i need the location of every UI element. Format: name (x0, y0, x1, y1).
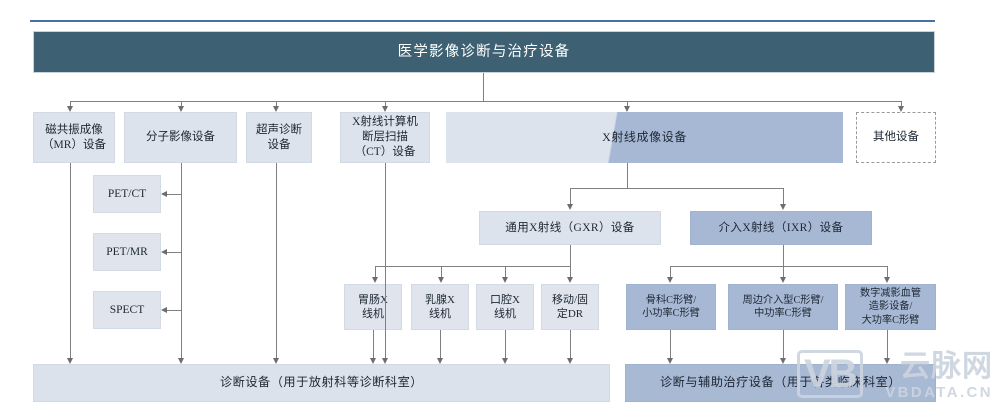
drop-dsa-to-footer (887, 330, 888, 358)
arrowhead-molecular-footer (177, 358, 184, 364)
arrowhead-gi (371, 277, 378, 283)
top-accent-rule (30, 20, 935, 22)
drop-mammo (441, 266, 442, 278)
node-mammography-xray[interactable]: 乳腺X 线机 (411, 284, 469, 330)
node-orthopedic-c-arm[interactable]: 骨科C形臂/ 小功率C形臂 (626, 284, 716, 330)
arrowhead-xray (623, 106, 630, 112)
node-peripheral-c-arm[interactable]: 周边介入型C形臂/ 中功率C形臂 (728, 284, 838, 330)
connector-to-petmr (167, 252, 181, 253)
connector-to-spect (167, 310, 181, 311)
molecular-spine (181, 163, 182, 315)
node-ixr-equipment[interactable]: 介入X射线（IXR）设备 (690, 211, 872, 245)
drop-mr (70, 101, 71, 107)
node-ultrasound[interactable]: 超声诊断 设备 (246, 112, 312, 163)
drop-gxr (570, 188, 571, 205)
node-mr-equipment[interactable]: 磁共振成像 （MR）设备 (33, 112, 115, 163)
drop-xray (627, 101, 628, 107)
node-molecular-imaging[interactable]: 分子影像设备 (124, 112, 237, 163)
arrowhead-dental-footer (501, 358, 508, 364)
drop-ixr (783, 188, 784, 205)
drop-ortho-c (670, 266, 671, 278)
arrowhead-periph-footer (779, 358, 786, 364)
arrowhead-ixr (779, 204, 786, 210)
drop-dr-to-footer (570, 330, 571, 358)
footer-diagnostic-equipment[interactable]: 诊断设备（用于放射科等诊断科室） (33, 364, 610, 402)
arrowhead-gxr (566, 204, 573, 210)
drop-periph-to-footer (783, 330, 784, 358)
arrowhead-mammo-footer (436, 358, 443, 364)
connector-to-petct (167, 194, 181, 195)
arrowhead-ortho-c (666, 277, 673, 283)
arrowhead-petmr (161, 248, 167, 255)
node-dental-xray[interactable]: 口腔X 线机 (476, 284, 534, 330)
arrowhead-other (897, 106, 904, 112)
node-other-equipment[interactable]: 其他设备 (856, 112, 936, 163)
node-dsa-high-power-c-arm[interactable]: 数字减影血管 造影设备/ 大功率C形臂 (845, 284, 936, 330)
drop-us (276, 101, 277, 107)
ixr-bus (670, 266, 888, 267)
gxr-bus (375, 266, 571, 267)
node-mobile-fixed-dr[interactable]: 移动/固 定DR (541, 284, 599, 330)
node-ct-equipment[interactable]: X射线计算机 断层扫描 （CT）设备 (340, 112, 430, 163)
node-pet-ct[interactable]: PET/CT (93, 175, 161, 213)
arrowhead-periph-c (779, 277, 786, 283)
footer-therapy-equipment[interactable]: 诊断与辅助治疗设备（用于各类临床科室） (625, 364, 936, 402)
drop-ct-to-footer (385, 163, 386, 358)
arrowhead-us-footer (272, 358, 279, 364)
drop-ct (385, 101, 386, 107)
arrowhead-mr (66, 106, 73, 112)
drop-periph-c (783, 266, 784, 278)
arrowhead-ct (381, 106, 388, 112)
node-gastrointestinal-xray[interactable]: 胃肠X 线机 (344, 284, 402, 330)
node-gxr-equipment[interactable]: 通用X射线（GXR）设备 (479, 211, 661, 245)
gxr-stem (570, 245, 571, 266)
drop-dental-to-footer (505, 330, 506, 358)
node-xray-imaging[interactable]: X射线成像设备 (446, 112, 843, 163)
drop-mammo-to-footer (440, 330, 441, 358)
drop-mi (181, 101, 182, 107)
arrowhead-gi-footer (369, 358, 376, 364)
arrowhead-mi (177, 106, 184, 112)
drop-ortho-to-footer (670, 330, 671, 358)
level2-bus (70, 101, 902, 102)
xray-stem (627, 163, 628, 188)
drop-other (901, 101, 902, 107)
drop-dsa (887, 266, 888, 278)
arrowhead-petct (161, 190, 167, 197)
drop-us-to-footer (276, 163, 277, 358)
arrowhead-dr-footer (566, 358, 573, 364)
node-spect[interactable]: SPECT (93, 291, 161, 329)
arrowhead-spect (161, 306, 167, 313)
root-stem (483, 73, 484, 101)
drop-mr-to-footer (70, 163, 71, 358)
drop-dr (570, 266, 571, 278)
drop-gi-to-footer (373, 330, 374, 358)
drop-molecular-to-footer (181, 315, 182, 358)
arrowhead-dr (566, 277, 573, 283)
arrowhead-mr-footer (66, 358, 73, 364)
arrowhead-mammo (437, 277, 444, 283)
arrowhead-dsa (883, 277, 890, 283)
arrowhead-ortho-footer (666, 358, 673, 364)
arrowhead-us (272, 106, 279, 112)
node-pet-mr[interactable]: PET/MR (93, 233, 161, 271)
arrowhead-ct-footer (381, 358, 388, 364)
xray-bus (570, 188, 784, 189)
drop-dental (505, 266, 506, 278)
root-node-medical-imaging[interactable]: 医学影像诊断与治疗设备 (33, 31, 935, 73)
arrowhead-dsa-footer (883, 358, 890, 364)
arrowhead-dental (501, 277, 508, 283)
drop-gi (375, 266, 376, 278)
ixr-stem (783, 245, 784, 266)
